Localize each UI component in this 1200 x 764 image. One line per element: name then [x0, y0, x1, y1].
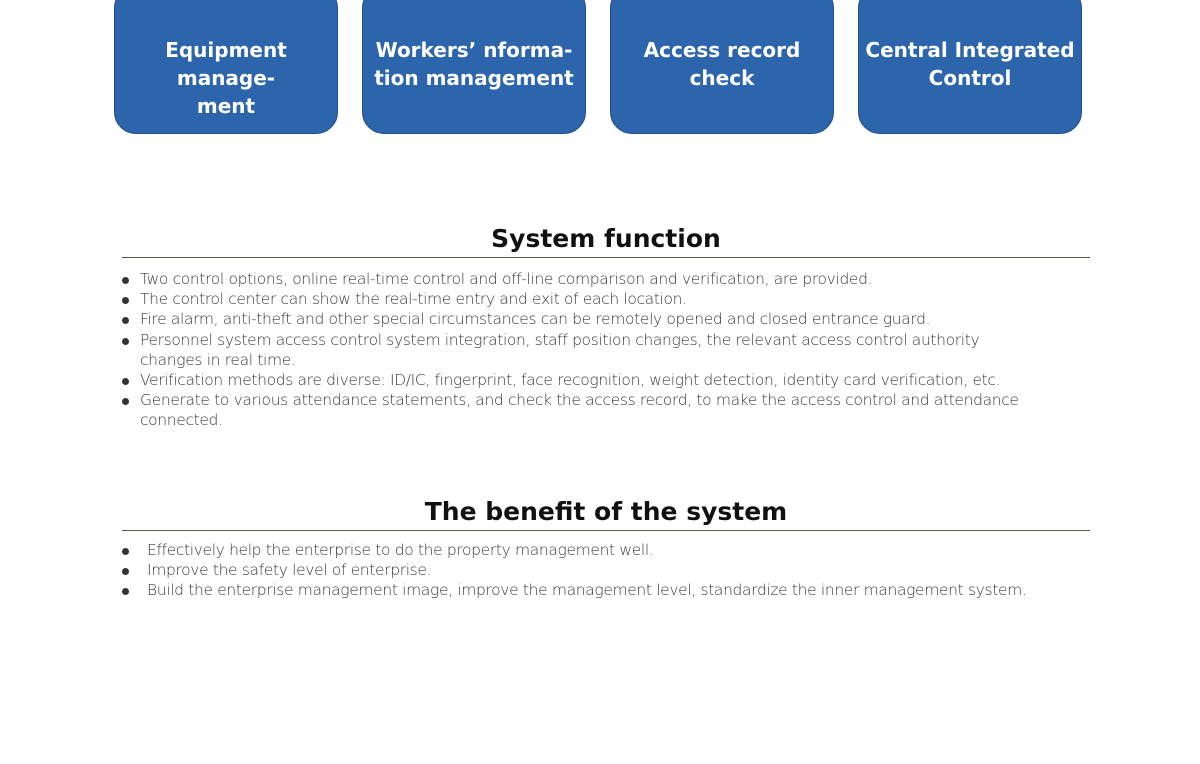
tile-label-line: Equipment manage-	[165, 38, 287, 90]
system-benefit-heading: The benefit of the system	[424, 497, 788, 526]
section-divider	[122, 530, 1090, 531]
access-record-check-tile[interactable]: Access record check	[610, 0, 834, 134]
section-divider	[122, 257, 1090, 258]
list-item: Personnel system access control system i…	[122, 330, 1042, 370]
central-integrated-control-tile[interactable]: Central Integrated Control	[858, 0, 1082, 134]
equipment-management-tile[interactable]: Equipment manage- ment	[114, 0, 338, 134]
list-item: Verification methods are diverse: ID/IC,…	[122, 370, 1042, 390]
system-function-list: Two control options, online real-time co…	[122, 269, 1042, 431]
system-function-heading: System function	[491, 224, 721, 253]
tile-label-line: Access record check	[643, 38, 801, 90]
tile-label-line: Control	[928, 66, 1012, 90]
list-item: Two control options, online real-time co…	[122, 269, 1042, 289]
tile-label-line: Workers’ nforma-	[375, 38, 573, 62]
feature-tiles: Equipment manage- ment Workers’ nforma- …	[114, 0, 1086, 136]
tile-label-line: tion management	[374, 66, 574, 90]
list-item: Build the enterprise management image, i…	[122, 580, 1062, 600]
tile-label-line: Central Integrated	[865, 38, 1075, 62]
system-benefit-list: Effectively help the enterprise to do th…	[122, 540, 1062, 601]
list-item: The control center can show the real-tim…	[122, 289, 1042, 309]
list-item: Fire alarm, anti-theft and other special…	[122, 309, 1042, 329]
list-item: Generate to various attendance statement…	[122, 390, 1042, 430]
workers-information-management-tile[interactable]: Workers’ nforma- tion management	[362, 0, 586, 134]
tile-label-line: ment	[196, 94, 256, 118]
list-item: Effectively help the enterprise to do th…	[122, 540, 1062, 560]
list-item: Improve the safety level of enterprise.	[122, 560, 1062, 580]
